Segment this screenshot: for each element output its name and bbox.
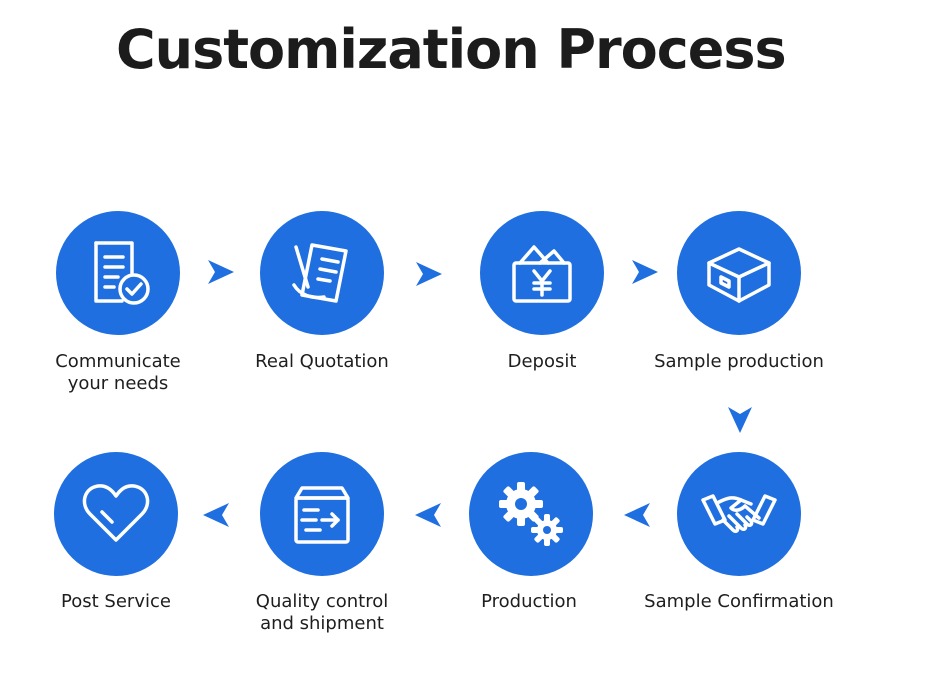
document-check-icon [94,241,150,305]
arrow-down-icon [728,407,752,433]
step-5-circle [677,452,801,576]
arrow-right-icon [208,260,234,284]
step-1-label: Communicate your needs [55,351,181,394]
arrow-right-icon [416,262,442,286]
arrow-left-icon [203,503,229,527]
heart-icon [82,484,150,542]
arrow-left-icon [624,503,650,527]
step-2-label: Real Quotation [255,351,389,372]
step-8-label: Post Service [61,591,171,612]
step-3-label: Deposit [507,351,577,372]
yuan-wallet-icon [512,245,572,303]
step-7-circle [260,452,384,576]
arrow-left-icon [415,503,441,527]
step-6-label: Production [481,591,577,612]
page-title: Customization Process [116,18,787,81]
shipping-box-icon [294,486,350,544]
arrow-right-icon [632,260,658,284]
step-4-label: Sample production [654,351,824,372]
step-4-circle [677,211,801,335]
step-3-circle [480,211,604,335]
step-1-circle [56,211,180,335]
step-8-circle [54,452,178,576]
box-icon [707,247,771,303]
step-5-label: Sample Confirmation [644,591,834,612]
step-6-circle [469,452,593,576]
gears-icon [499,482,563,546]
step-7-label: Quality control and shipment [255,591,389,634]
quotation-sheet-icon [292,243,348,303]
step-2-circle [260,211,384,335]
handshake-icon [701,494,777,533]
